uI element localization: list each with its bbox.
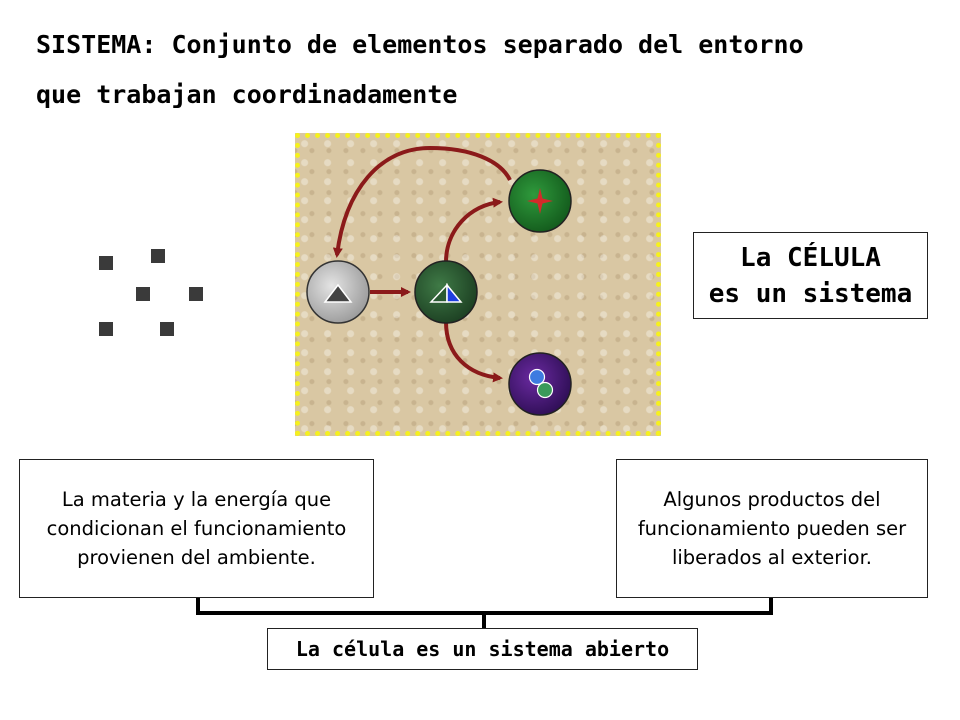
triangle-icon	[446, 282, 463, 303]
cell-box-line-1: La CÉLULA	[740, 242, 881, 273]
matter-energy-box: La materia y la energía que condicionan …	[19, 459, 374, 598]
open-system-text: La célula es un sistema abierto	[295, 637, 670, 661]
title-line-1: SISTEMA: Conjunto de elementos separado …	[36, 30, 804, 59]
star-icon	[527, 188, 553, 214]
scattered-square	[189, 287, 203, 301]
cell-is-system-box: La CÉLULA es un sistema	[693, 232, 928, 319]
cell-box-line-2: es un sistema	[708, 278, 913, 309]
green-circle-icon	[536, 381, 554, 399]
scattered-square	[99, 322, 113, 336]
open-system-box: La célula es un sistema abierto	[267, 628, 698, 670]
arrow-darkgreen-to-green	[444, 197, 503, 263]
products-box: Algunos productos del funcionamiento pue…	[616, 459, 928, 598]
arrow-darkgreen-to-purple	[444, 321, 503, 383]
scattered-square	[151, 249, 165, 263]
scattered-square	[160, 322, 174, 336]
slide-title: SISTEMA: Conjunto de elementos separado …	[36, 20, 936, 120]
triangle-icon	[323, 283, 353, 303]
arrow-green-to-grey	[332, 145, 512, 258]
products-box-text: Algunos productos del funcionamiento pue…	[637, 488, 907, 569]
scattered-square	[136, 287, 150, 301]
bracket-connector	[196, 598, 773, 628]
title-line-2: que trabajan coordinadamente	[36, 80, 458, 109]
blue-circle-icon	[528, 368, 546, 386]
matter-box-text: La materia y la energía que condicionan …	[46, 488, 347, 569]
scattered-square	[99, 256, 113, 270]
